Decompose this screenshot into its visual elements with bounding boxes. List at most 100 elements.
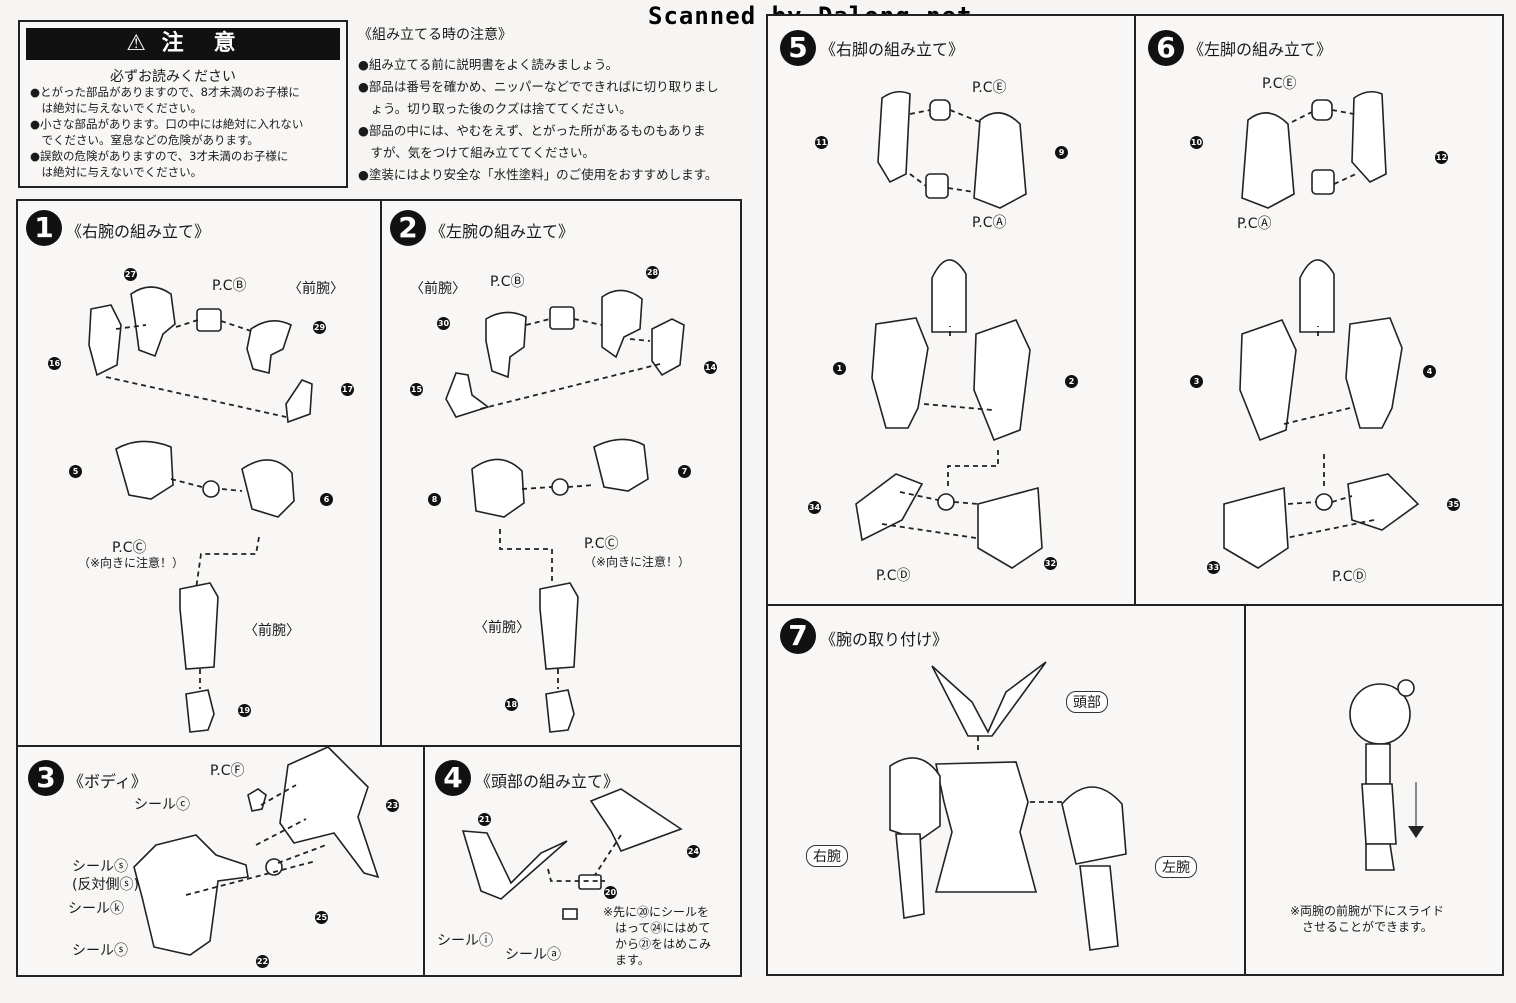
pc-f-label: P.CⒻ — [210, 763, 245, 779]
assembly-note-line: ●部品は番号を確かめ、ニッパーなどでできればに切り取りまし — [358, 79, 719, 94]
step-4-note-line: ※先に⑳にシールを — [603, 905, 710, 919]
seal-label: シールⓘ — [437, 933, 493, 949]
forearm-label: 〈前腕〉 — [244, 623, 300, 639]
seal-label: シールⓚ — [68, 901, 124, 917]
pc-b-label: P.CⒷ — [212, 278, 247, 294]
part-number: 25 — [315, 911, 328, 924]
step-4-diagram — [461, 788, 683, 920]
orientation-note: （※向きに注意！） — [78, 556, 185, 570]
part-number: 4 — [1423, 365, 1436, 378]
part-number: 3 — [1190, 375, 1203, 388]
pc-d-label: P.CⒹ — [1332, 569, 1367, 585]
seal-label: シールⓢ — [72, 943, 128, 959]
part-number: 16 — [48, 357, 61, 370]
orientation-note: （※向きに注意！） — [584, 555, 691, 569]
seal-label: シールⓒ — [134, 797, 190, 813]
step-7-note-line: ※両腕の前腕が下にスライド — [1290, 904, 1445, 918]
step-3-title: 《ボディ》 — [68, 772, 147, 791]
part-number: 22 — [256, 955, 269, 968]
part-number: 2 — [1065, 375, 1078, 388]
right-arm-label: 右腕 — [806, 845, 848, 867]
warning-line: ●小さな部品があります。口の中には絶対に入れない — [30, 117, 304, 131]
pc-c-label: P.CⒸ — [584, 536, 619, 552]
pc-a-label: P.CⒶ — [1237, 216, 1272, 232]
step-4-note-line: から㉑をはめこみ — [615, 937, 712, 951]
warning-line: ●誤飲の危険がありますので、3才未満のお子様に — [30, 149, 289, 163]
seal-label: (反対側ⓢ) — [72, 877, 139, 893]
part-number: 6 — [320, 493, 333, 506]
pc-b-label: P.CⒷ — [490, 274, 525, 290]
pc-c-label: P.CⒸ — [112, 540, 147, 556]
part-number: 29 — [313, 321, 326, 334]
part-number: 10 — [1190, 136, 1203, 149]
seal-label: シールⓐ — [505, 947, 561, 963]
part-number: 8 — [428, 493, 441, 506]
part-number: 14 — [704, 361, 717, 374]
warning-line: ●とがった部品がありますので、8才未満のお子様に — [30, 85, 300, 99]
pc-a-label: P.CⒶ — [972, 215, 1007, 231]
pc-d-label: P.CⒹ — [876, 568, 911, 584]
step-7-diagram — [889, 661, 1424, 951]
step-7-note-line: させることができます。 — [1302, 920, 1433, 934]
step-5-diagram — [855, 90, 1043, 569]
step-4-number: 4 — [435, 760, 471, 796]
pc-e-label: P.CⒺ — [972, 80, 1007, 96]
assembly-notes: 《組み立てる時の注意》 ●組み立てる前に説明書をよく読みましょう。 ●部品は番号… — [358, 24, 719, 186]
pc-e-label: P.CⒺ — [1262, 76, 1297, 92]
warning-subtitle: 必ずお読みください — [110, 69, 236, 85]
part-number: 1 — [833, 362, 846, 375]
assembly-note-line: ●部品の中には、やむをえず、とがった所があるものもありま — [358, 123, 706, 138]
step-5-number: 5 — [780, 30, 816, 66]
part-number: 11 — [815, 136, 828, 149]
warning-title: ⚠ 注 意 — [26, 28, 340, 60]
step-2-number: 2 — [390, 210, 426, 246]
step-4-note: ※先に⑳にシールを はって㉔にはめて から㉑をはめこみ ます。 — [603, 904, 711, 968]
step-1-title: 《右腕の組み立て》 — [66, 222, 211, 241]
part-number: 23 — [386, 799, 399, 812]
part-number: 33 — [1207, 561, 1220, 574]
part-number: 9 — [1055, 146, 1068, 159]
step-1-diagram — [88, 286, 313, 733]
step-7-note: ※両腕の前腕が下にスライド させることができます。 — [1290, 903, 1444, 935]
assembly-note-line: ●組み立てる前に説明書をよく読みましょう。 — [358, 57, 619, 72]
step-3-diagram — [133, 746, 380, 956]
warning-line: は絶対に与えないでください。 — [30, 101, 203, 115]
warning-box: ⚠ 注 意 必ずお読みください ●とがった部品がありますので、8才未満のお子様に… — [18, 20, 348, 188]
forearm-label: 〈前腕〉 — [288, 281, 344, 297]
part-number: 12 — [1435, 151, 1448, 164]
part-number: 7 — [678, 465, 691, 478]
part-number: 30 — [437, 317, 450, 330]
part-number: 19 — [238, 704, 251, 717]
part-number: 35 — [1447, 498, 1460, 511]
assembly-note-line: すが、気をつけて組み立ててください。 — [358, 145, 595, 160]
step-7-title: 《腕の取り付け》 — [820, 630, 949, 649]
assembly-notes-title: 《組み立てる時の注意》 — [358, 27, 512, 43]
part-number: 5 — [69, 465, 82, 478]
step-5-title: 《右脚の組み立て》 — [820, 40, 965, 59]
step-6-diagram — [1223, 90, 1420, 569]
warning-lines: ●とがった部品がありますので、8才未満のお子様に は絶対に与えないでください。 … — [30, 84, 303, 180]
part-number: 17 — [341, 383, 354, 396]
part-number: 32 — [1044, 557, 1057, 570]
assembly-note-line: ●塗装にはより安全な「水性塗料」のご使用をおすすめします。 — [358, 167, 718, 182]
forearm-label: 〈前腕〉 — [410, 281, 466, 297]
part-number: 28 — [646, 266, 659, 279]
part-number: 15 — [410, 383, 423, 396]
assembly-note-line: ょう。切り取った後のクズは捨ててください。 — [358, 101, 632, 116]
step-6-title: 《左脚の組み立て》 — [1188, 40, 1333, 59]
part-number: 24 — [687, 845, 700, 858]
forearm-label: 〈前腕〉 — [474, 620, 530, 636]
part-number: 34 — [808, 501, 821, 514]
step-2-diagram — [445, 289, 685, 733]
warning-line: は絶対に与えないでください。 — [30, 165, 203, 179]
part-number: 18 — [505, 698, 518, 711]
step-2-title: 《左腕の組み立て》 — [430, 222, 575, 241]
step-4-note-line: ます。 — [615, 953, 650, 967]
step-4-note-line: はって㉔にはめて — [615, 921, 711, 935]
part-number: 27 — [124, 268, 137, 281]
head-label: 頭部 — [1066, 691, 1108, 713]
part-number: 21 — [478, 813, 491, 826]
step-3-number: 3 — [28, 760, 64, 796]
warning-line: でください。窒息などの危険があります。 — [30, 133, 259, 147]
seal-label: シールⓢ — [72, 859, 128, 875]
